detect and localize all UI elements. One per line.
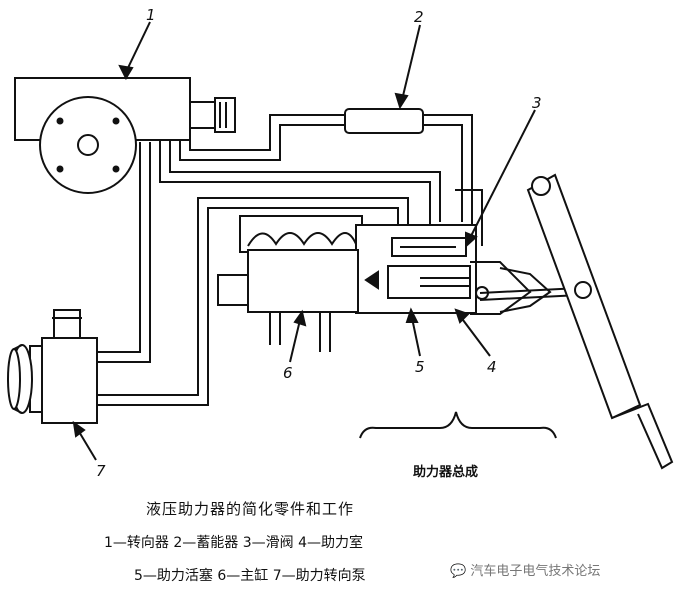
hydraulic-pipes bbox=[97, 114, 483, 406]
callout-3: 3 bbox=[532, 94, 542, 112]
watermark-text: 汽车电子电气技术论坛 bbox=[470, 564, 601, 579]
callout-1: 1 bbox=[146, 6, 156, 24]
steering-pump bbox=[7, 309, 98, 424]
callout-6: 6 bbox=[283, 364, 293, 382]
callout-5: 5 bbox=[415, 358, 425, 376]
callout-4: 4 bbox=[487, 358, 497, 376]
brake-pedal bbox=[526, 173, 674, 470]
steering-gear bbox=[14, 77, 236, 194]
assembly-label: 助力器总成 bbox=[413, 464, 478, 480]
legend-line-2: 5—助力活塞 6—主缸 7—助力转向泵 bbox=[134, 568, 366, 584]
watermark: 💬 汽车电子电气技术论坛 bbox=[450, 560, 600, 579]
callout-leaders bbox=[72, 21, 536, 461]
callout-7: 7 bbox=[96, 462, 106, 480]
caption-title: 液压助力器的简化零件和工作 bbox=[146, 500, 355, 518]
legend-line-1: 1—转向器 2—蓄能器 3—滑阀 4—助力室 bbox=[104, 535, 363, 551]
callout-2: 2 bbox=[414, 8, 424, 26]
master-cylinder bbox=[217, 249, 359, 352]
accumulator bbox=[344, 108, 424, 134]
chat-bubble-icon: 💬 bbox=[450, 564, 471, 579]
assembly-brace bbox=[359, 411, 557, 439]
